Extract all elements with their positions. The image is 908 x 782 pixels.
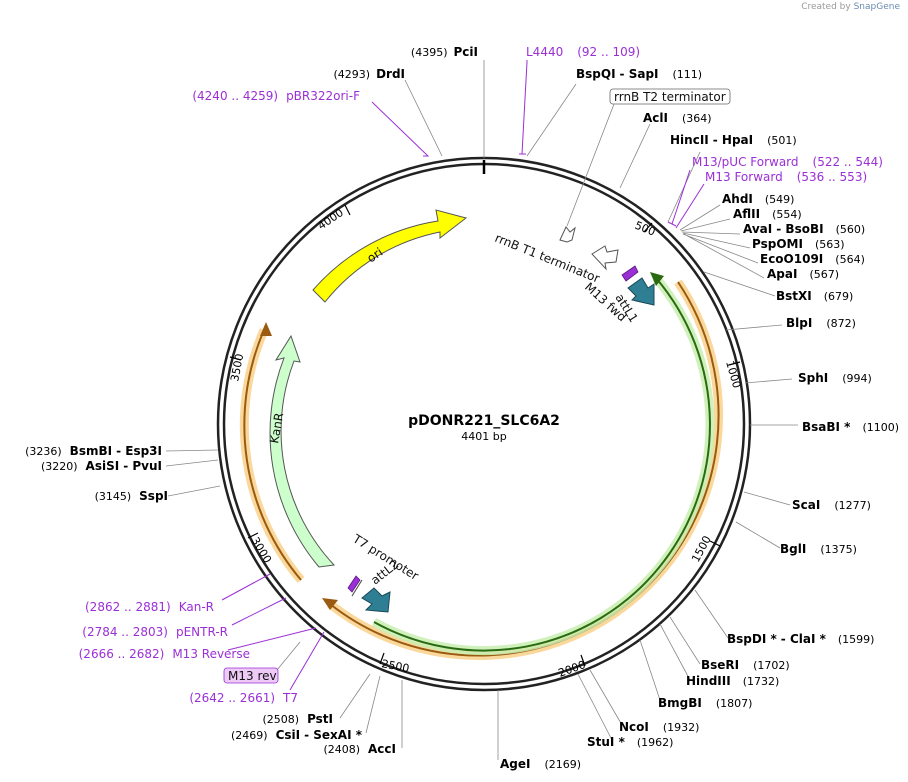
tick-label-2000: 2000: [557, 658, 588, 680]
site-pspomi: PspOMI(563): [752, 237, 845, 251]
tick-1500: [709, 540, 721, 547]
site-bstxi: BstXI(679): [776, 289, 853, 303]
site-bmgbi: BmgBI(1807): [658, 696, 752, 710]
site-apai: ApaI(567): [767, 267, 839, 281]
site-hincii-hpai: HincII- HpaI(501): [670, 133, 797, 147]
insert-green-arrowhead: [650, 272, 664, 286]
tick-2500: [379, 652, 385, 665]
tick-3000: [247, 532, 259, 539]
site-hindiii: HindIII(1732): [686, 674, 779, 688]
primer-labels: L4440(92 .. 109) (4240 .. 4259)pBR322ori…: [79, 45, 883, 705]
kanr-feature: [269, 334, 336, 568]
tick-2000: [580, 654, 586, 667]
site-acci: (2408)AccI: [323, 742, 396, 756]
tick-500: [643, 222, 653, 233]
m13-rev-label-box: [223, 667, 279, 684]
site-psti: (2508)PstI: [262, 712, 333, 726]
tick-3500: [229, 356, 242, 361]
rrnb-t2-label: rrnB T2 terminator: [614, 90, 726, 104]
site-pcii: (4395)PciI: [411, 45, 478, 59]
site-stui: StuI *(1962): [587, 735, 673, 749]
site-csii-sexai: (2469)CsiI- SexAI *: [231, 728, 363, 742]
site-blpi: BlpI(872): [786, 316, 856, 330]
site-labels: (4395)PciI (4293)DrdI BspQI- SapI(111) A…: [25, 45, 899, 771]
site-bgli: BglI(1375): [780, 542, 857, 556]
kanr-label: KanR: [267, 412, 286, 445]
m13-rev-label: M13 rev: [228, 669, 277, 683]
site-ahdi: AhdI(549): [722, 192, 794, 206]
site-ecoo109i: EcoO109I(564): [760, 252, 865, 266]
attl2-feature: [361, 587, 391, 613]
tick-label-3500: 3500: [228, 353, 246, 383]
snapgene-watermark: Created by SnapGene: [801, 2, 900, 12]
site-bspqi-sapi: BspQI- SapI(111): [576, 67, 702, 81]
rrnb-t2-arrow: [559, 226, 576, 243]
primer-t7: (2642 .. 2661)T7: [189, 691, 298, 705]
site-bsabi: BsaBI *(1100): [802, 420, 899, 434]
site-bspdi-clai: BspDI *- ClaI *(1599): [727, 632, 874, 646]
tick-4000: [344, 204, 351, 216]
tick-1000: [728, 361, 741, 366]
rrnb-t1-label: rrnB T1 terminator: [493, 231, 602, 286]
attl1-feature: [627, 277, 655, 306]
site-bseri: BseRI(1702): [701, 658, 790, 672]
insert-orange-left-arrowhead: [260, 322, 272, 336]
primer-pentr-r: (2784 .. 2803)pENTR-R: [82, 625, 228, 639]
site-avai-bsobi: AvaI- BsoBI(560): [743, 222, 865, 236]
plasmid-name: pDONR221_SLC6A2: [408, 413, 560, 429]
created-by-text: Created by: [801, 2, 851, 12]
site-asisi-pvui: (3220)AsiSI- PvuI: [41, 459, 162, 473]
site-agei: AgeI(2169): [500, 757, 581, 771]
snapgene-brand: SnapGene: [853, 2, 900, 12]
site-scai: ScaI(1277): [792, 498, 871, 512]
tick-label-2500: 2500: [380, 657, 410, 675]
site-sspi: (3145)SspI: [95, 489, 168, 503]
site-ncoi: NcoI(1932): [619, 720, 699, 734]
tick-label-1000: 1000: [723, 359, 743, 389]
primer-l4440: L4440(92 .. 109): [526, 45, 640, 59]
site-aflii: AflII(554): [733, 207, 802, 221]
primer-m13-reverse: (2666 .. 2682)M13 Reverse: [79, 647, 250, 661]
t7-promoter-mark: [351, 579, 363, 597]
site-acli: AclI(364): [643, 111, 712, 125]
tick-marks: [229, 204, 741, 667]
site-bsmbi-esp3i: (3236)BsmBI- Esp3I: [25, 444, 162, 458]
primer-kan-r: (2862 .. 2881)Kan-R: [85, 600, 214, 614]
tick-label-500: 500: [633, 219, 657, 239]
tick-label-1500: 1500: [689, 534, 714, 565]
m13-fwd-primer-mark: [621, 265, 639, 282]
rrnb-t1-arrow: [591, 245, 619, 271]
m13-rev-primer-mark: [347, 575, 361, 593]
plasmid-length: 4401 bp: [461, 430, 506, 443]
insert-green-arc: [371, 275, 715, 656]
insert-orange-arrowhead: [322, 598, 338, 610]
site-drdi: (4293)DrdI: [333, 67, 405, 81]
ori-feature: [312, 209, 468, 303]
rrnb-t2-label-box: [609, 88, 731, 105]
primer-leaders: [221, 60, 705, 691]
tick-label-4000: 4000: [315, 206, 345, 232]
primer-m13-forward: M13 Forward(536 .. 553): [705, 170, 867, 184]
primer-pbr322ori-f: (4240 .. 4259)pBR322ori-F: [192, 89, 360, 103]
site-leaders: [165, 60, 798, 760]
site-sphi: SphI(994): [798, 371, 872, 385]
primer-m13-puc-forward: M13/pUC Forward(522 .. 544): [692, 155, 883, 169]
insert-arcs: [239, 272, 724, 660]
